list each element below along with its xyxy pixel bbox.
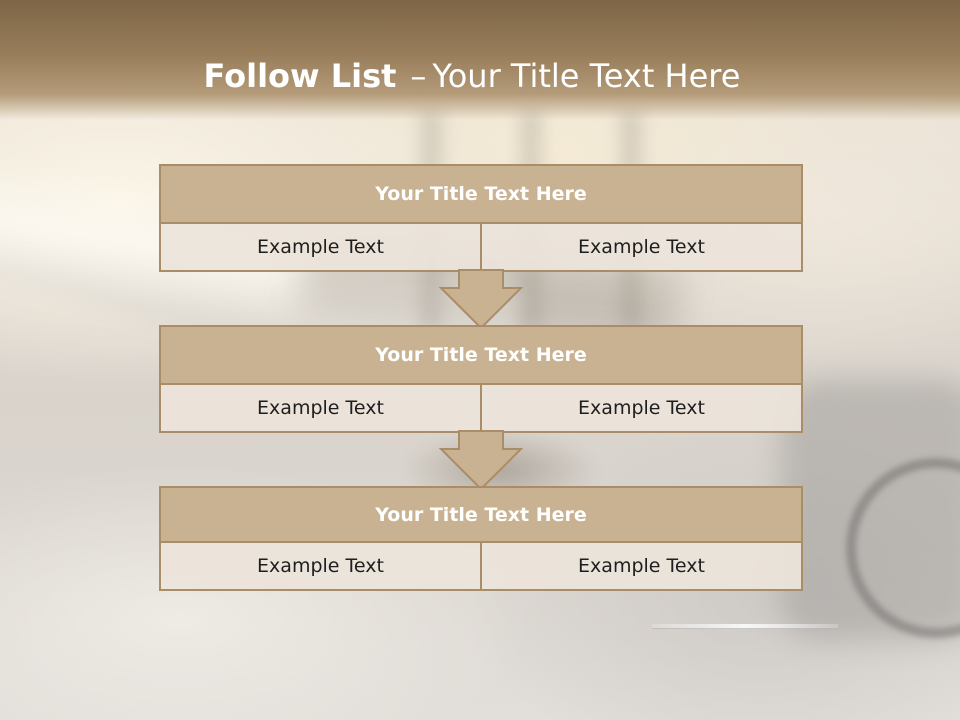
slide-title-bold: Follow List: [203, 57, 397, 95]
down-arrow-icon: [438, 269, 524, 330]
block-title: Your Title Text Here: [161, 327, 801, 385]
down-arrow-icon: [438, 430, 524, 491]
block-row: Example Text Example Text: [161, 543, 801, 589]
block-row: Example Text Example Text: [161, 224, 801, 270]
block-title: Your Title Text Here: [161, 488, 801, 543]
block-cell-left: Example Text: [161, 543, 480, 589]
slide-title-rest: Your Title Text Here: [432, 57, 741, 95]
block-cell-right: Example Text: [480, 385, 801, 431]
list-block: Your Title Text Here Example Text Exampl…: [159, 325, 803, 433]
block-cell-left: Example Text: [161, 224, 480, 270]
list-block: Your Title Text Here Example Text Exampl…: [159, 164, 803, 272]
header-band: [0, 0, 960, 120]
block-cell-right: Example Text: [480, 543, 801, 589]
block-cell-right: Example Text: [480, 224, 801, 270]
block-row: Example Text Example Text: [161, 385, 801, 431]
block-cell-left: Example Text: [161, 385, 480, 431]
slide-title-dash: –: [410, 57, 427, 95]
background-streak: [652, 624, 838, 629]
block-title: Your Title Text Here: [161, 166, 801, 224]
slide-title: Follow List–Your Title Text Here: [0, 54, 944, 98]
list-block: Your Title Text Here Example Text Exampl…: [159, 486, 803, 591]
